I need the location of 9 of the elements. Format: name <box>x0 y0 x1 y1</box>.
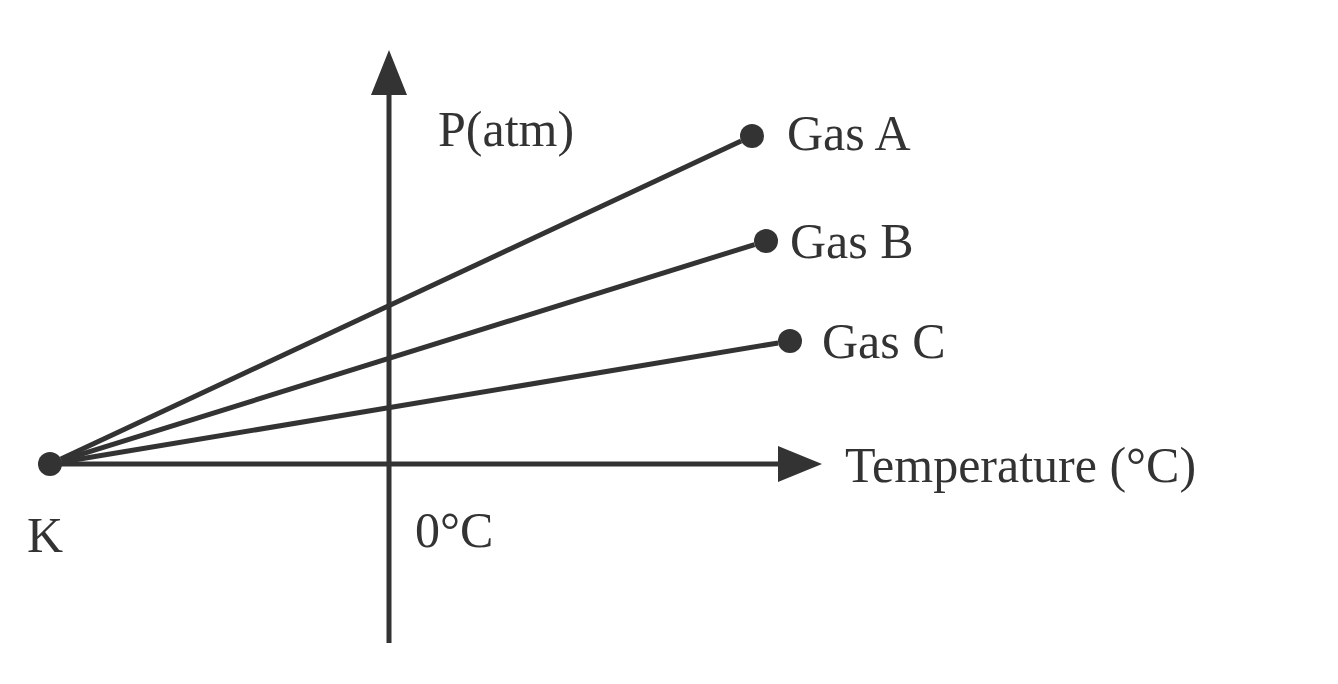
point-label: Gas C <box>822 316 946 366</box>
data-point <box>740 124 764 148</box>
tick-label: 0°C <box>415 505 494 555</box>
point-label: K <box>27 510 64 560</box>
data-point <box>754 229 778 253</box>
data-point <box>38 452 62 476</box>
data-point <box>778 329 802 353</box>
point-label: Gas A <box>787 108 911 158</box>
point-label: Gas B <box>790 216 914 266</box>
